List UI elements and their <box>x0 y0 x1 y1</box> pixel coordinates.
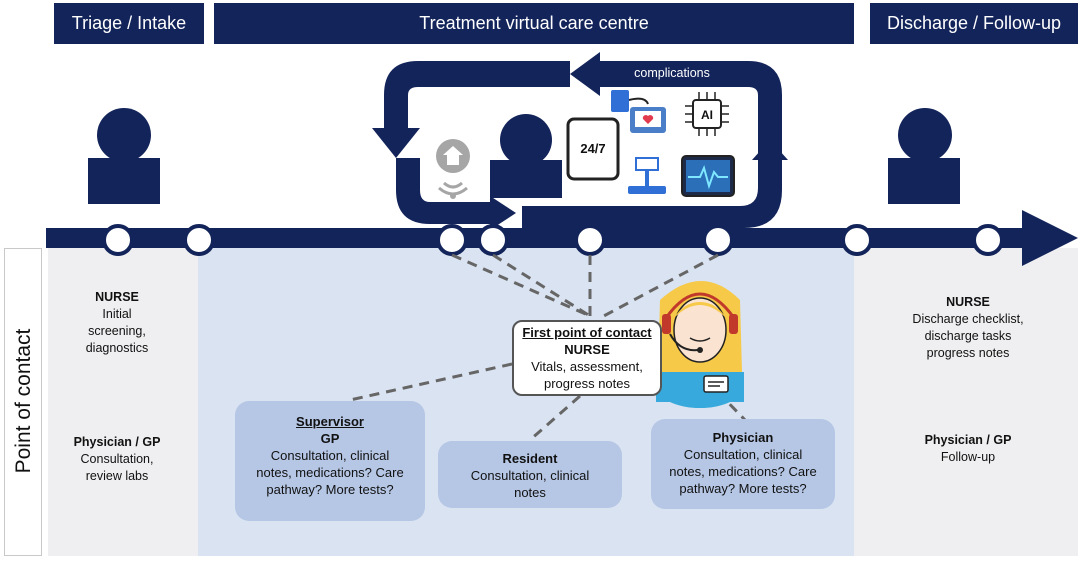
timeline-arrowhead <box>1022 210 1078 266</box>
discharge-physician-block: Physician / GP Follow-up <box>878 432 1058 466</box>
triage-nurse-block: NURSE Initial screening, diagnostics <box>54 289 180 357</box>
ai-chip-icon: AI <box>685 92 729 136</box>
timeline-node <box>574 224 606 256</box>
supervisor-line: notes, medications? Care <box>256 465 404 480</box>
discharge-nurse-line: discharge tasks <box>924 329 1012 343</box>
point-of-contact-box: Point of contact <box>4 248 42 556</box>
first-contact-title: First point of contact <box>522 325 652 340</box>
discharge-nurse-line: Discharge checklist, <box>912 312 1024 326</box>
triage-person-icon <box>88 108 160 204</box>
supervisor-title: Supervisor <box>296 414 364 429</box>
timeline-node <box>841 224 873 256</box>
complications-label: complications <box>634 66 710 80</box>
triage-nurse-title: NURSE <box>95 290 139 304</box>
down-arrowhead <box>372 128 420 158</box>
discharge-person-icon <box>888 108 960 204</box>
discharge-panel <box>854 248 1078 556</box>
tablet-247-icon: 24/7 <box>566 117 620 181</box>
triage-nurse-line: diagnostics <box>85 341 149 355</box>
timeline-node <box>436 224 468 256</box>
call-center-nurse-icon <box>656 281 744 408</box>
triage-physician-line: Consultation, <box>80 452 154 466</box>
bottom-left-loop-segment <box>396 158 492 224</box>
right-loop-segment <box>748 61 782 160</box>
timeline-nodes <box>102 224 1004 256</box>
bottom-right-loop-segment <box>522 160 782 228</box>
ai-chip-text: AI <box>701 108 713 122</box>
resident-line: Consultation, clinical <box>470 468 590 483</box>
treatment-person-icon <box>490 114 562 198</box>
timeline-node <box>477 224 509 256</box>
timeline-node <box>972 224 1004 256</box>
resident-line: notes <box>514 485 546 500</box>
discharge-nurse-block: NURSE Discharge checklist, discharge tas… <box>878 294 1058 362</box>
triage-nurse-line: screening, <box>88 324 146 338</box>
weight-scale-icon <box>628 157 666 194</box>
blood-pressure-monitor-icon <box>611 90 666 133</box>
home-wifi-icon <box>436 139 470 199</box>
timeline-node <box>702 224 734 256</box>
discharge-nurse-line: progress notes <box>926 346 1010 360</box>
header-triage: Triage / Intake <box>54 3 204 44</box>
first-contact-line: progress notes <box>544 376 630 391</box>
discharge-physician-title: Physician / GP <box>924 433 1012 447</box>
complications-arrowhead <box>570 52 600 96</box>
right-arrowhead <box>490 196 516 230</box>
first-contact-line: Vitals, assessment, <box>531 359 643 374</box>
top-left-loop-segment <box>384 61 570 130</box>
supervisor-line: pathway? More tests? <box>266 482 394 497</box>
timeline-node <box>183 224 215 256</box>
physician-line: pathway? More tests? <box>679 481 807 496</box>
tablet-247-text: 24/7 <box>580 141 605 156</box>
triage-panel <box>48 248 198 556</box>
timeline-bar <box>46 228 1030 248</box>
triage-nurse-line: Initial <box>102 307 132 321</box>
triage-physician-title: Physician / GP <box>73 435 161 449</box>
header-treatment: Treatment virtual care centre <box>214 3 854 44</box>
physician-title: Physician <box>712 430 774 445</box>
discharge-physician-line: Follow-up <box>940 450 996 464</box>
supervisor-box: Supervisor GP Consultation, clinical not… <box>235 401 425 521</box>
header-discharge: Discharge / Follow-up <box>870 3 1078 44</box>
first-point-of-contact-box: First point of contact NURSE Vitals, ass… <box>512 320 662 396</box>
up-arrowhead <box>752 140 788 160</box>
physician-line: Consultation, clinical <box>683 447 803 462</box>
supervisor-line: Consultation, clinical <box>270 448 390 463</box>
complications-bar <box>600 61 748 87</box>
discharge-nurse-title: NURSE <box>946 295 990 309</box>
resident-title: Resident <box>502 451 558 466</box>
triage-physician-block: Physician / GP Consultation, review labs <box>54 434 180 485</box>
first-contact-role: NURSE <box>564 342 610 357</box>
physician-box: Physician Consultation, clinical notes, … <box>651 419 835 509</box>
triage-physician-line: review labs <box>85 469 149 483</box>
ecg-monitor-icon <box>681 155 735 197</box>
resident-box: Resident Consultation, clinical notes <box>438 441 622 508</box>
supervisor-role: GP <box>320 431 340 446</box>
physician-line: notes, medications? Care <box>669 464 817 479</box>
timeline-node <box>102 224 134 256</box>
care-loop-arrows <box>372 52 788 230</box>
